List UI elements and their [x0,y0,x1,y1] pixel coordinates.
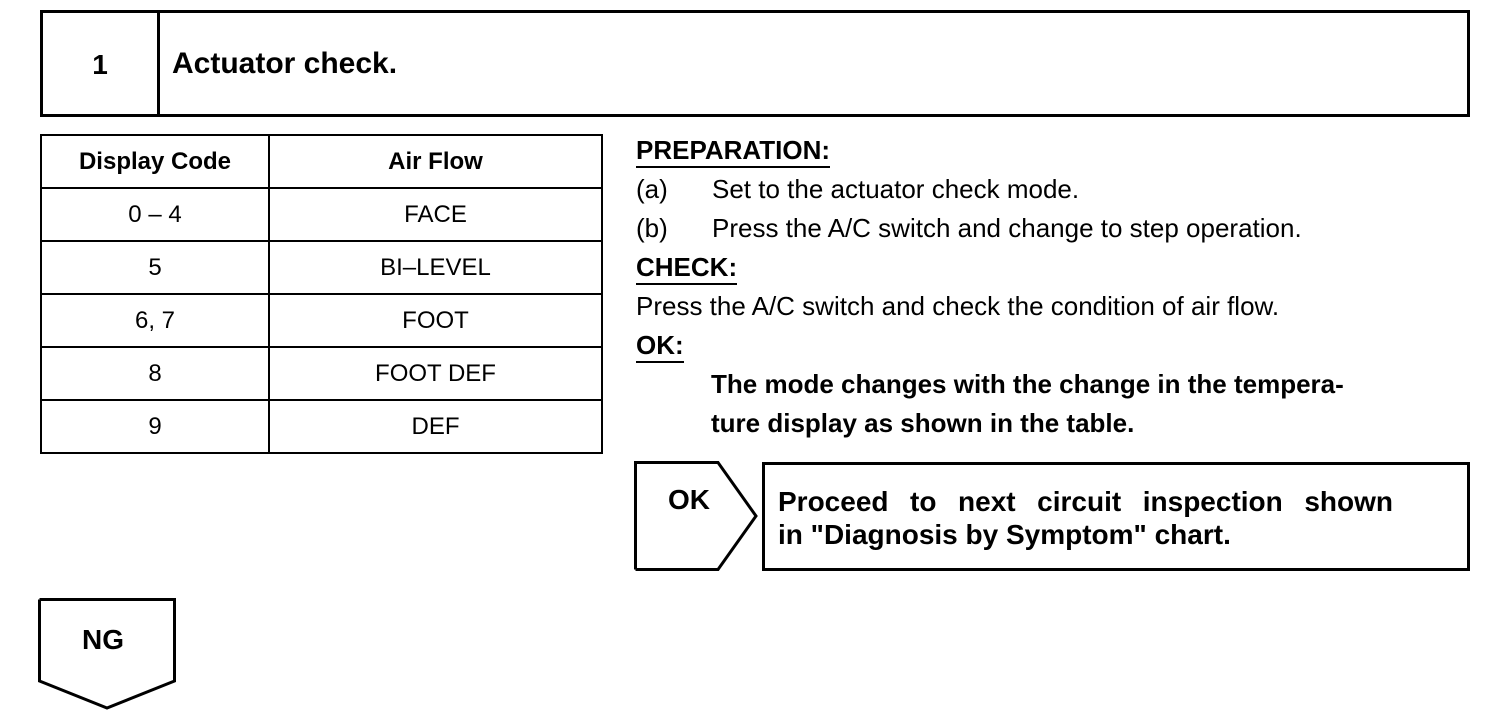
step-text: Set to the actuator check mode. [712,174,1080,204]
check-title: CHECK: [636,251,738,285]
display-code-cell: 8 [40,346,270,401]
preparation-step-a: (a) Set to the actuator check mode. [636,170,1486,209]
air-flow-cell: FOOT DEF [268,346,603,401]
ok-arrow-icon [634,461,758,571]
table-row: 9 DEF [40,399,603,454]
air-flow-cell: DEF [268,399,603,454]
preparation-step-b: (b) Press the A/C switch and change to s… [636,209,1486,248]
ok-result-box: Proceed to next circuit inspection shown… [762,462,1470,571]
table-row: 5 BI–LEVEL [40,240,603,295]
ok-criteria-line-1: The mode changes with the change in the … [711,369,1344,399]
table-header-row: Display Code Air Flow [40,134,603,189]
header-air-flow: Air Flow [268,134,603,189]
display-code-cell: 5 [40,240,270,295]
preparation-title: PREPARATION: [636,134,831,168]
table-row: 8 FOOT DEF [40,346,603,401]
instructions: PREPARATION: (a) Set to the actuator che… [636,131,1486,443]
ok-criteria-text: The mode changes with the change in the … [711,365,1476,443]
ok-criteria-title: OK: [636,329,684,363]
ok-result-line-2: in "Diagnosis by Symptom" chart. [778,519,1231,550]
step-title: Actuator check. [172,46,398,80]
table-row: 6, 7 FOOT [40,293,603,348]
display-code-cell: 6, 7 [40,293,270,348]
display-code-cell: 0 – 4 [40,187,270,242]
step-number: 1 [43,13,160,114]
check-text: Press the A/C switch and check the condi… [636,291,1280,321]
step-text: Press the A/C switch and change to step … [712,213,1302,243]
step-header: 1 Actuator check. [40,10,1470,117]
display-code-table: Display Code Air Flow 0 – 4 FACE 5 BI–LE… [40,134,603,454]
table-row: 0 – 4 FACE [40,187,603,242]
display-code-cell: 9 [40,399,270,454]
air-flow-cell: BI–LEVEL [268,240,603,295]
ok-label: OK [668,484,710,515]
step-tag: (a) [636,174,668,204]
air-flow-cell: FOOT [268,293,603,348]
header-display-code: Display Code [40,134,270,189]
ok-criteria-line-2: ture display as shown in the table. [711,408,1135,438]
air-flow-cell: FACE [268,187,603,242]
ng-label: NG [82,624,124,655]
ok-result-line-1: Proceed to next circuit inspection shown [778,486,1393,517]
step-tag: (b) [636,213,668,243]
ng-arrow-icon [38,598,176,710]
